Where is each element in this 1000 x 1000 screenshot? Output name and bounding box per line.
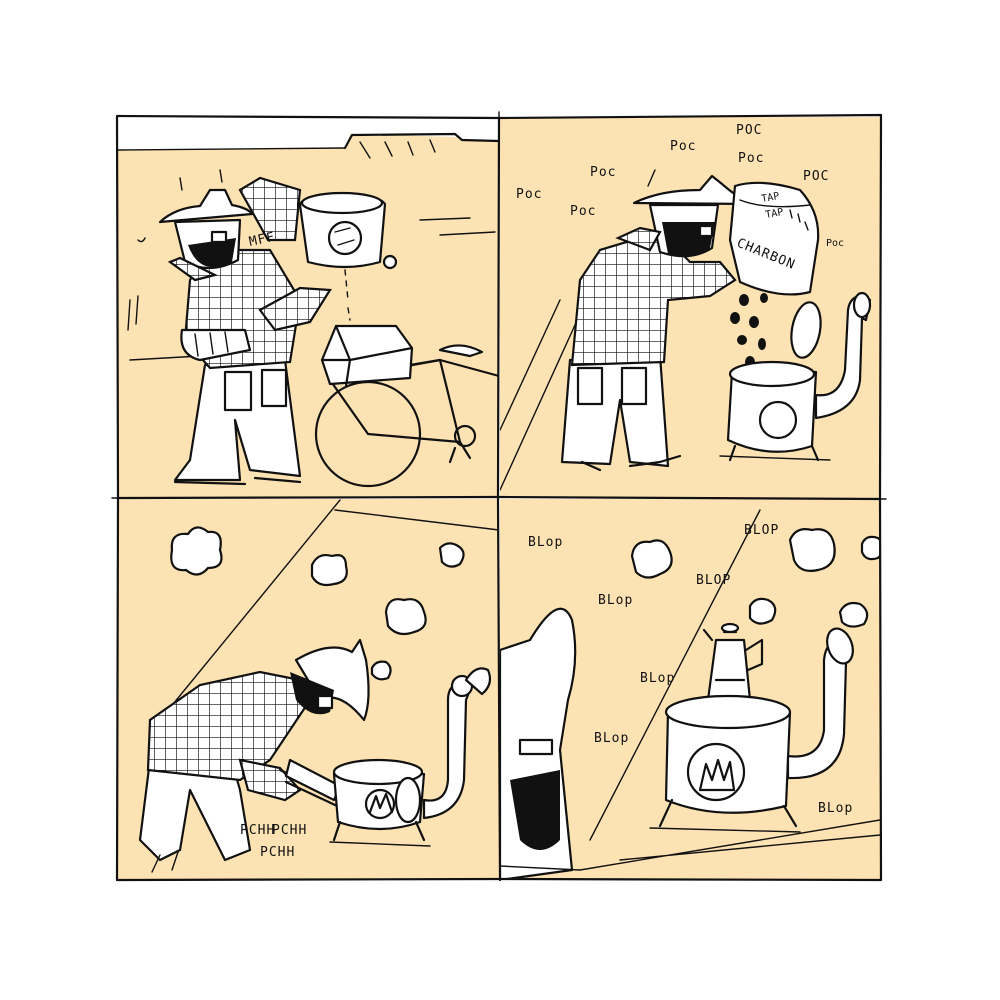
sfx-poc-4: Poc: [670, 139, 696, 154]
sfx-blop-6: BLop: [594, 731, 629, 746]
sfx-blop-5: BLop: [640, 671, 675, 686]
sfx-poc-3: POC: [736, 123, 762, 138]
sfx-blop-3: BLop: [598, 593, 633, 608]
cowboy-4: [500, 607, 581, 879]
sfx-poc-7: Poc: [570, 204, 596, 219]
sfx-blop-2: BLOP: [744, 523, 779, 538]
sfx-tap-2: TAP: [765, 207, 785, 221]
sfx-blop-7: BLop: [818, 801, 853, 816]
stove-lifted: [298, 191, 398, 270]
sfx-pchh-3: PCHH: [260, 845, 295, 860]
panel-frames: [111, 111, 887, 882]
stove-open: [719, 291, 872, 462]
stove-brewing: [649, 627, 854, 833]
sfx-poc-6: POC: [803, 169, 829, 184]
charcoal-bag: TAP TAP CHARBON: [728, 181, 820, 296]
cowboy-2: [560, 169, 754, 472]
panel-1: MFF: [118, 117, 499, 498]
sfx-pchh-2: PCHH: [272, 823, 307, 838]
sfx-poc-5: Poc: [738, 151, 764, 166]
sfx-blop-4: BLOP: [696, 573, 731, 588]
panel-3: PCHH PCHH PCHH: [118, 499, 499, 879]
stove-fire: [329, 667, 492, 847]
sfx-mff: MFF: [248, 230, 277, 250]
cowboy-3: [138, 638, 370, 873]
sfx-blop-1: BLop: [528, 535, 563, 550]
smoke-puffs: [170, 526, 465, 681]
sfx-tap-1: TAP: [761, 191, 781, 205]
panel-2: TAP TAP CHARBON Poc: [500, 117, 880, 498]
smoke-puffs-4: [630, 528, 880, 628]
sfx-poc-2: Poc: [590, 165, 616, 180]
cardboard-box: [320, 324, 414, 388]
sfx-poc-1: Poc: [516, 187, 542, 202]
panel-1-sky: [118, 117, 499, 150]
cowboy-1: [127, 169, 332, 486]
sfx-pchh-1: PCHH: [240, 823, 275, 838]
panel-4: BLop BLOP BLop BLOP BLop BLop BLop: [500, 499, 880, 879]
sfx-poc-8: Poc: [826, 238, 844, 249]
